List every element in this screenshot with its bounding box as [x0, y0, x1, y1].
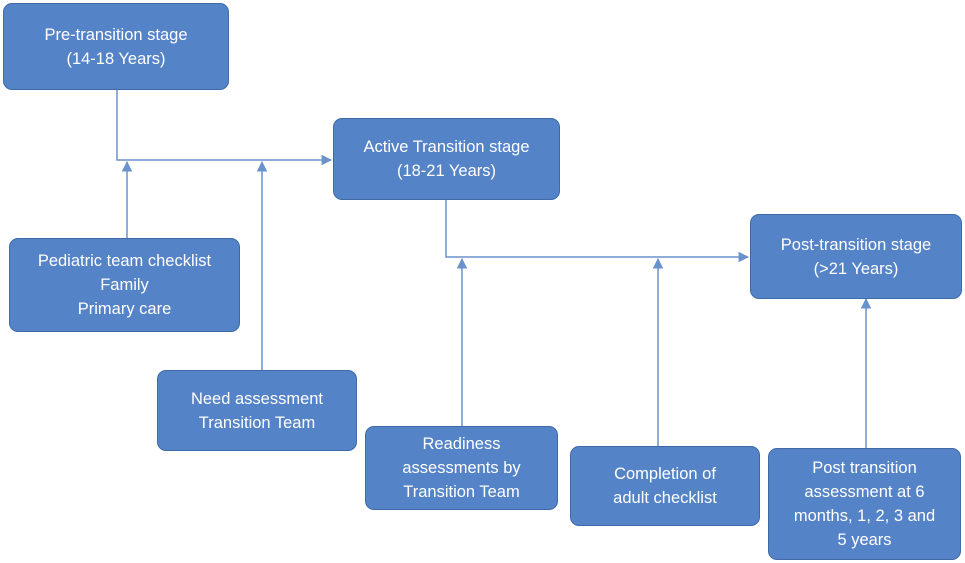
- node-line: Family: [100, 276, 149, 294]
- post-transition-assessment-box: Post transition assessment at 6 months, …: [768, 448, 961, 560]
- node-line: (>21 Years): [813, 259, 899, 278]
- node-line: Need assessment: [190, 389, 324, 408]
- pediatric-team-checklist-box: Pediatric team checklist Family Primary …: [9, 238, 240, 332]
- node-line: Post transition: [812, 459, 917, 477]
- node-line: Pre-transition stage: [44, 25, 188, 44]
- adult-checklist-box: Completion of adult checklist: [570, 446, 760, 526]
- node-line: Transition Team: [198, 413, 316, 432]
- connector-active-to-post: [445, 200, 750, 263]
- node-line: Post-transition stage: [780, 235, 932, 254]
- node-line: Readiness: [422, 435, 501, 453]
- active-transition-stage-box: Active Transition stage (18-21 Years): [333, 118, 560, 200]
- node-line: 5 years: [837, 531, 892, 549]
- node-line: Primary care: [77, 300, 172, 318]
- node-line: (18-21 Years): [396, 162, 497, 180]
- node-line: Active Transition stage: [363, 138, 530, 156]
- node-line: Pediatric team checklist: [37, 252, 212, 270]
- node-line: assessment at 6: [804, 483, 925, 501]
- node-line: Transition Team: [403, 483, 520, 501]
- node-line: months, 1, 2, 3 and: [793, 507, 936, 525]
- node-line: (14-18 Years): [66, 49, 166, 68]
- need-assessment-box: Need assessment Transition Team: [157, 370, 357, 451]
- post-transition-stage-box: Post-transition stage (>21 Years): [750, 214, 962, 299]
- readiness-assessments-box: Readiness assessments by Transition Team: [365, 426, 558, 510]
- pre-transition-stage-box: Pre-transition stage (14-18 Years): [3, 3, 229, 90]
- node-line: Completion of: [614, 465, 716, 483]
- node-line: adult checklist: [613, 489, 717, 507]
- node-line: assessments by: [402, 459, 521, 477]
- connector-pre-to-active: [116, 90, 333, 166]
